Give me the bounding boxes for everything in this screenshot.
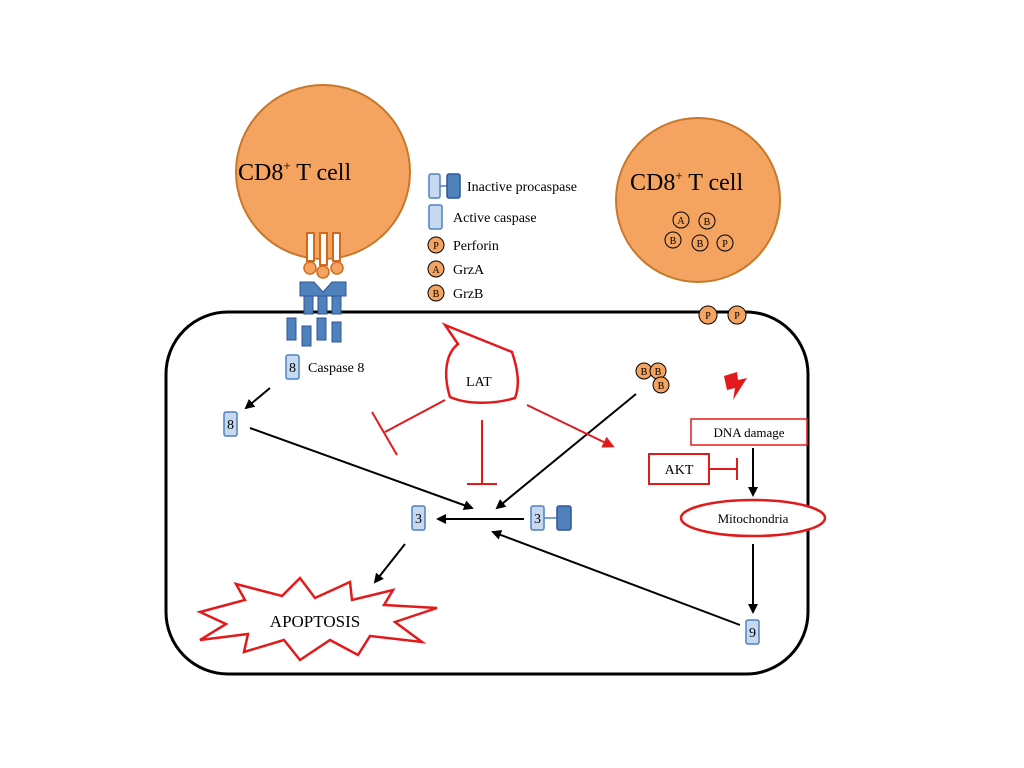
dna-damage-node: DNA damage [690, 418, 808, 446]
svg-text:DNA damage: DNA damage [713, 425, 784, 440]
mitochondria-node: Mitochondria [679, 498, 827, 538]
cytoplasm-grzb: B B B [635, 362, 670, 394]
arrow-casp9-to-casp3 [491, 530, 741, 626]
svg-text:GrzB: GrzB [453, 287, 483, 302]
svg-text:APOPTOSIS: APOPTOSIS [270, 612, 360, 631]
arrow-grzb-to-casp3 [495, 393, 637, 510]
t-cell-left-label: CD8+ T cell [238, 158, 351, 186]
caspase-3-active: 3 [411, 505, 426, 531]
t-cell-right-label: CD8+ T cell [630, 168, 743, 196]
svg-text:9: 9 [749, 626, 756, 641]
lat-node: LAT [441, 322, 520, 404]
svg-text:8: 8 [227, 418, 234, 433]
cd8-t-cell-right: CD8+ T cell A B B B P [615, 117, 781, 283]
caspase-9: 9 [745, 619, 760, 645]
t-cell-body-right [615, 117, 781, 283]
svg-text:3: 3 [534, 512, 541, 527]
akt-node: AKT [648, 453, 710, 485]
svg-text:P: P [734, 311, 740, 322]
svg-text:P: P [433, 241, 439, 252]
svg-text:Perforin: Perforin [453, 239, 499, 254]
svg-text:P: P [705, 311, 711, 322]
svg-text:GrzA: GrzA [453, 263, 485, 278]
target-cell-membrane [164, 310, 810, 676]
lat-effects [371, 399, 738, 485]
apoptosis-node: APOPTOSIS [196, 576, 438, 662]
svg-text:LAT: LAT [466, 375, 492, 390]
svg-text:AKT: AKT [665, 463, 694, 478]
svg-text:Caspase 8: Caspase 8 [308, 361, 364, 376]
svg-text:B: B [658, 381, 665, 392]
legend: Inactive procaspase Active caspase P Per… [427, 173, 577, 302]
svg-text:B: B [641, 367, 648, 378]
procaspase-3: 3 [530, 505, 572, 531]
arrow-casp8-to-casp3 [249, 427, 474, 510]
svg-text:8: 8 [289, 361, 296, 376]
legend-active-caspase: Active caspase [428, 204, 537, 230]
arrow-casp8-activate [244, 387, 271, 410]
cd8-t-cell-left: CD8+ T cell [235, 84, 411, 260]
granules-right: A B B B P [664, 211, 734, 252]
svg-text:Inactive procaspase: Inactive procaspase [467, 180, 577, 195]
activation-arrows [244, 387, 758, 626]
legend-perforin: P Perforin [427, 236, 499, 254]
svg-text:P: P [722, 239, 728, 250]
legend-grza: A GrzA [427, 260, 485, 278]
svg-text:B: B [655, 367, 662, 378]
svg-text:A: A [677, 216, 685, 227]
membrane-perforins: P P [698, 305, 747, 325]
lightning-icon [724, 372, 747, 400]
caspase-8-activation: 8 Caspase 8 [285, 354, 364, 380]
arrow-casp3-to-apoptosis [373, 543, 406, 584]
fas-receptor-complex [286, 232, 347, 347]
caspase-8-active: 8 [223, 411, 238, 437]
svg-text:B: B [697, 239, 704, 250]
svg-text:B: B [670, 236, 677, 247]
activate-lat-right [526, 404, 615, 448]
svg-text:A: A [432, 265, 440, 276]
svg-text:Mitochondria: Mitochondria [718, 511, 789, 526]
legend-grzb: B GrzB [427, 284, 483, 302]
inhibit-lat-left [384, 399, 446, 433]
svg-text:B: B [704, 217, 711, 228]
svg-text:3: 3 [415, 512, 422, 527]
svg-text:B: B [433, 289, 440, 300]
svg-text:Active caspase: Active caspase [453, 211, 537, 226]
legend-inactive-procaspase: Inactive procaspase [428, 173, 577, 199]
